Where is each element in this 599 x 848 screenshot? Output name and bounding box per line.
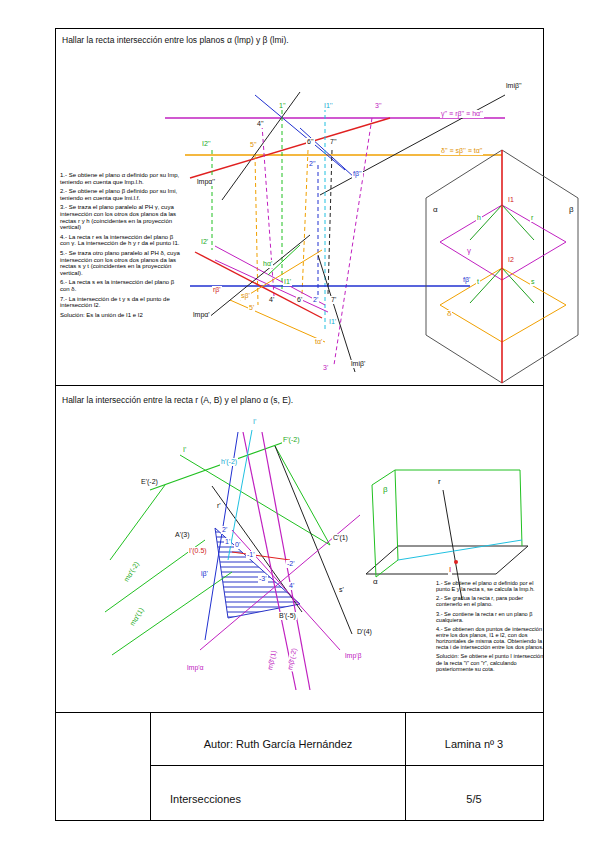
- note-text: 1.- Se obtiene el plano α definido por e…: [436, 580, 544, 592]
- note-text: 3.- Se traza el plano paralelo al PH γ, …: [60, 204, 182, 230]
- point-label: -1': [246, 551, 256, 559]
- point-label: h: [476, 214, 482, 222]
- point-label: 1': [224, 538, 231, 546]
- point-label: s': [338, 586, 345, 594]
- point-label: lmpα'': [196, 178, 216, 186]
- point-label: I': [182, 446, 187, 454]
- point-label: I2: [507, 256, 515, 264]
- heading-text: Hallar la intersección entre la recta r …: [62, 396, 293, 405]
- point-label: I1': [328, 318, 337, 326]
- point-label: lβ': [200, 570, 209, 578]
- point-label: 3'': [374, 102, 383, 110]
- note-text: 6.- La recta s es la intersección del pl…: [60, 279, 182, 292]
- point-label: β: [568, 206, 575, 215]
- point-label: mα'(-2): [122, 560, 141, 585]
- point-label: 4': [268, 296, 275, 304]
- point-label: lmp'β: [344, 652, 363, 660]
- point-label: 6': [296, 296, 303, 304]
- note-text: 2.- Se gradua la recta r, para poder con…: [436, 595, 544, 607]
- point-label: α: [432, 206, 439, 215]
- point-label: I1'': [323, 102, 334, 110]
- heading-text: Hallar la recta intersección entre los p…: [62, 36, 289, 45]
- point-label: I1': [283, 278, 292, 286]
- point-label: t: [476, 278, 480, 286]
- heading-text: 5/5: [466, 793, 481, 805]
- point-label: 3': [322, 364, 329, 372]
- note-text: 2.- Se obtiene el plano β definido por s…: [60, 188, 182, 201]
- point-label: 4'': [256, 120, 265, 128]
- point-label: I2'': [201, 140, 212, 148]
- point-label: β: [382, 486, 389, 495]
- point-label: 4': [288, 582, 295, 590]
- point-label: sβ': [240, 292, 251, 300]
- point-label: 1'': [278, 102, 287, 110]
- point-label: D'(4): [356, 628, 373, 636]
- point-label: mβ'(1): [266, 649, 278, 672]
- point-label: r: [530, 214, 534, 222]
- point-label: 5'': [249, 141, 258, 149]
- point-label: h'(-2): [220, 458, 238, 466]
- point-label: tα': [314, 338, 323, 346]
- note-text: 3.- Se contiene la recta r en un plano β…: [436, 611, 544, 623]
- point-label: 6'': [306, 138, 315, 146]
- point-label: s: [530, 278, 536, 286]
- note-text: Solución: Es la unión de I1 e I2: [60, 312, 182, 319]
- point-label: lmpα': [192, 311, 211, 319]
- point-label: I2': [200, 238, 209, 246]
- note-text: 1.- Se obtiene el plano α definido por s…: [60, 172, 182, 185]
- point-label: mα'(1): [128, 606, 146, 629]
- note-text: 4.- Se obtienen dos puntos de intersecci…: [436, 626, 544, 651]
- point-label: 5': [248, 304, 255, 312]
- point-label: 2': [221, 526, 228, 534]
- point-label: -2': [286, 560, 296, 568]
- point-label: fβ': [462, 276, 471, 284]
- point-label: fβ'': [352, 170, 363, 178]
- point-label: 7': [330, 296, 337, 304]
- point-label: lmp'α: [186, 664, 205, 672]
- point-label: δ'' ≡ sβ'' ≡ tα'': [440, 147, 483, 155]
- note-text: 7.- La intersección de t y s da el punto…: [60, 296, 182, 309]
- note-text: 4.- La recta r es la intersección del pl…: [60, 234, 182, 247]
- point-label: -3': [258, 575, 268, 583]
- heading-text: Lamina nº 3: [445, 738, 503, 750]
- point-label: r: [437, 478, 442, 487]
- point-label: F'(-2): [282, 436, 301, 444]
- point-label: 2'': [308, 160, 317, 168]
- point-label: I'(0.5): [188, 547, 208, 555]
- point-label: δ: [446, 310, 452, 319]
- point-label: 7'': [329, 138, 338, 146]
- point-label: γ: [466, 247, 472, 256]
- note-column: 1.- Se obtiene el plano α definido por s…: [60, 172, 182, 321]
- point-label: C'(1): [332, 534, 349, 542]
- point-label: 0': [234, 541, 241, 549]
- point-label: lmiβ'': [505, 82, 523, 90]
- point-label: 2': [312, 296, 319, 304]
- heading-text: Intersecciones: [170, 793, 241, 805]
- note-text: Solución: Se obtiene el punto I intersec…: [436, 653, 544, 671]
- point-label: I': [252, 418, 257, 426]
- note-column: 1.- Se obtiene el plano α definido por e…: [436, 580, 544, 675]
- point-label: γ'' ≡ rβ'' ≡ hα'': [440, 110, 484, 118]
- point-label: hα': [262, 260, 273, 268]
- point-label: I: [448, 566, 452, 575]
- point-label: B'(-5): [278, 612, 297, 620]
- point-label: α: [372, 578, 379, 587]
- point-label: rβ': [212, 286, 222, 294]
- point-label: A'(3): [174, 531, 191, 539]
- point-label: r': [216, 502, 222, 510]
- heading-text: Autor: Ruth García Hernández: [204, 738, 353, 750]
- point-label: lmiβ': [350, 360, 366, 368]
- note-text: 5.- Se traza otro plano paralelo al PH δ…: [60, 250, 182, 276]
- point-label: E'(-2): [140, 478, 159, 486]
- point-label: I1: [507, 196, 515, 204]
